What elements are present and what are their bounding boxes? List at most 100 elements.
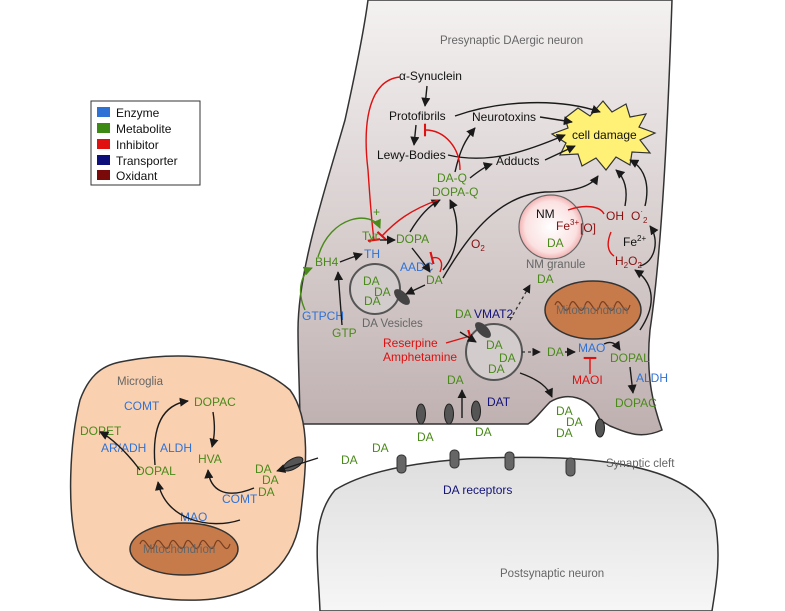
vesicle-vmat-transporter <box>394 289 410 305</box>
o-bracket-label: [O] <box>580 221 596 235</box>
dat-transporter-2 <box>444 403 454 425</box>
arrow-mito-to-h2o2 <box>634 269 652 331</box>
arrow-oh-to-cell-damage <box>615 169 627 207</box>
postsynaptic-neuron-body <box>316 456 719 611</box>
legend-label-transporter: Transporter <box>116 154 178 168</box>
neurotoxins-label: Neurotoxins <box>472 110 536 124</box>
arrow-da-to-dopal <box>155 481 241 525</box>
arrow-lewy-to-cell-damage <box>447 134 566 159</box>
inhibit-da-aadc <box>429 251 443 273</box>
releasable-vesicle-da-3: DA <box>488 362 505 376</box>
o2-label: O2 <box>471 237 485 253</box>
arrow-dopal-to-dopac <box>153 397 189 466</box>
microglia-mao-label: MAO <box>180 510 207 524</box>
pocket-da-2: DA <box>566 415 583 429</box>
microglia-dopal-label: DOPAL <box>136 464 176 478</box>
free-da-label-1: DA <box>455 307 472 321</box>
alpha-synuclein-label: α-Synuclein <box>399 69 462 83</box>
inhibit-protofibrils-lewy <box>423 123 461 171</box>
microglia-da-3: DA <box>258 485 275 499</box>
microglia-ar-adh-label: AR/ADH <box>101 441 146 455</box>
legend-label-enzyme: Enzyme <box>116 106 160 120</box>
microglia-comt-label: COMT <box>222 492 258 506</box>
microglia-mitochondrion-label: Mitochondrion <box>143 544 215 556</box>
nm-label: NM <box>536 207 555 221</box>
microglia-da-2: DA <box>262 473 279 487</box>
legend: Enzyme Metabolite Inhibitor Transporter … <box>90 100 201 186</box>
microglia-mitochondrion <box>129 522 239 576</box>
gtpch-label: GTPCH <box>302 309 344 323</box>
da-cytosol-label: DA <box>426 273 443 287</box>
cleft-da-4: DA <box>341 453 358 467</box>
fe-to-oh-red <box>567 205 605 215</box>
releasable-vesicle-da-2: DA <box>499 351 516 365</box>
arrow-bh4-to-th <box>339 252 363 263</box>
da-cytosolic-right: DA <box>547 345 564 359</box>
microglia-cell-body <box>69 355 307 601</box>
aldh-label: ALDH <box>636 371 668 385</box>
arrow-dopac-to-hva <box>209 411 219 448</box>
da-receptors <box>396 449 576 477</box>
vmat2-transporter <box>475 322 491 338</box>
microglia-label: Microglia <box>117 376 164 388</box>
legend-swatch-inhibitor <box>97 139 110 149</box>
dashed-arrow-vesicle-to-nm <box>509 284 531 321</box>
arrow-mao-to-dopal <box>603 340 621 351</box>
legend-swatch-enzyme <box>97 107 110 117</box>
arrow-daq-to-adducts <box>469 162 493 179</box>
microglia-da-1: DA <box>255 462 272 476</box>
th-label: TH <box>364 247 380 261</box>
arrow-protofibrils-to-lewy <box>410 124 420 146</box>
maoi-label: MAOI <box>572 373 603 387</box>
da-q-label: DA-Q <box>437 171 467 185</box>
legend-label-oxidant: Oxidant <box>116 169 158 183</box>
da-vesicle <box>349 263 401 315</box>
mao-label: MAO <box>578 341 605 355</box>
vesicle-da-3: DA <box>364 294 381 308</box>
arrow-neurotoxins-to-cell-damage <box>539 116 573 126</box>
da-receptors-label: DA receptors <box>443 483 512 497</box>
arrow-gtp-to-bh4 <box>334 271 344 326</box>
arrow-dopal-to-dopet <box>99 431 141 471</box>
synaptic-cleft-label: Synaptic cleft <box>606 458 675 470</box>
nm-da-outside: DA <box>537 272 554 286</box>
microglia-hva-label: HVA <box>198 452 222 466</box>
fe2-label: Fe2+ <box>623 234 646 249</box>
legend-swatch-metabolite <box>97 123 110 133</box>
feedback-bh4-to-tyr <box>317 217 381 258</box>
arrow-dopal-to-dopac <box>627 366 637 394</box>
neuron-mitochondrion-label: Mitochondrion <box>556 305 628 317</box>
cleft-da-3: DA <box>372 441 389 455</box>
postsynaptic-neuron-label: Postsynaptic neuron <box>500 568 604 580</box>
da-receptor-2 <box>449 449 460 469</box>
microglia-comt-top-label: COMT <box>124 399 160 413</box>
nm-granule-da-label: DA <box>547 236 564 250</box>
dopal-label: DOPAL <box>610 351 650 365</box>
legend-label-metabolite: Metabolite <box>116 122 172 136</box>
superoxide-label: O·2 <box>631 207 648 225</box>
vmat2-label: VMAT2 <box>474 307 513 321</box>
arrow-vesicle-exocytosis <box>519 372 553 398</box>
arrow-da-to-nm-granule <box>442 175 599 279</box>
lewy-bodies-label: Lewy-Bodies <box>377 148 446 162</box>
protofibrils-label: Protofibrils <box>389 109 446 123</box>
dopa-q-label: DOPA-Q <box>432 185 478 199</box>
arrow-da-to-daq <box>442 199 458 271</box>
arrow-dopa-to-da <box>411 247 431 273</box>
da-receptor-1 <box>396 454 407 474</box>
inhibit-daq-th <box>376 199 439 242</box>
arrow-superoxide-to-cell-damage <box>629 159 648 207</box>
dopac-label: DOPAC <box>615 396 657 410</box>
dat-transporter-4 <box>595 418 605 438</box>
cleft-da-1: DA <box>417 430 434 444</box>
free-da-label-2: DA <box>447 373 464 387</box>
fe2-h2o2-red <box>607 231 615 257</box>
nm-granule-label: NM granule <box>526 259 585 271</box>
arrow-h2o2-up <box>639 225 659 267</box>
microglia-dopac-label: DOPAC <box>194 395 236 409</box>
pocket-da-1: DA <box>556 404 573 418</box>
releasable-vesicle-da-1: DA <box>486 338 503 352</box>
arrow-adducts-to-cell-damage <box>544 145 576 161</box>
bh4-label: BH4 <box>315 255 339 269</box>
vesicle-da-1: DA <box>363 274 380 288</box>
